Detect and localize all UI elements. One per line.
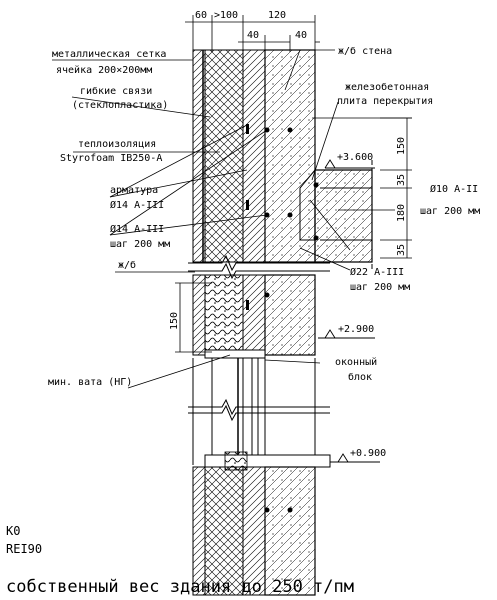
leaders [52, 49, 395, 389]
label-mesh-1: металлическая сетка [52, 49, 166, 60]
dim-100: >100 [214, 10, 238, 21]
top-dimensions [185, 15, 320, 52]
label-ties-2: (стеклопластика) [72, 100, 168, 111]
caption: собственный вес здания до 250 т/пм [6, 577, 354, 597]
level-marks [318, 159, 380, 463]
label-rc-wall: ж/б стена [338, 45, 392, 57]
window-block [192, 358, 331, 471]
dim-120: 120 [268, 10, 286, 21]
label-slab-2: плита перекрытия [337, 96, 433, 107]
label-rebar22-2: шаг 200 мм [350, 282, 410, 293]
upper-wall [192, 49, 316, 263]
label-slab-1: железобетонная [345, 81, 429, 93]
label-rc-small: ж/б [118, 259, 136, 271]
label-insul-1: теплоизоляция [78, 139, 156, 150]
label-rebar-2: Ø14 A-III [110, 199, 164, 211]
label-rebar-1: арматура [110, 185, 158, 196]
label-rebar10-1: Ø10 A-II [430, 183, 478, 195]
label-rebar2-2: шаг 200 мм [110, 239, 170, 250]
lower-wall-bottom [192, 466, 316, 596]
dim-slab-35-top: 35 [396, 174, 407, 186]
label-window-2: блок [348, 371, 372, 383]
slab-dimensions [312, 117, 412, 259]
dim-slab-180: 180 [396, 204, 407, 222]
label-rebar2-1: Ø14 A-III [110, 223, 164, 235]
label-window-1: оконный [335, 356, 377, 368]
dim-40-right: 40 [295, 30, 307, 41]
dim-slab-35-bottom: 35 [396, 244, 407, 256]
label-rebar10-2: шаг 200 мм [420, 206, 480, 217]
label-mesh-2: ячейка 200×200мм [56, 64, 152, 76]
label-insul-2: Styrofoam IB250-A [60, 153, 162, 164]
rating-rei: REI90 [6, 542, 42, 556]
dim-40-left: 40 [247, 30, 259, 41]
dim-60: 60 [195, 10, 207, 21]
dim-window-top: 150 [169, 312, 180, 330]
level-window-bottom: +0.900 [350, 448, 386, 459]
level-window-top: +2.900 [338, 324, 374, 335]
label-rebar22-1: Ø22 A-III [350, 266, 404, 278]
dim-slab-top: 150 [396, 137, 407, 155]
rating-k: К0 [6, 524, 20, 538]
lower-wall-upper [192, 274, 316, 359]
label-mineral-wool: мин. вата (НГ) [48, 377, 132, 388]
window-dimension [175, 282, 212, 353]
rebar-dots [246, 124, 319, 513]
floor-slab [299, 160, 373, 270]
level-slab: +3.600 [337, 152, 373, 163]
label-ties-1: гибкие связи [80, 85, 152, 97]
